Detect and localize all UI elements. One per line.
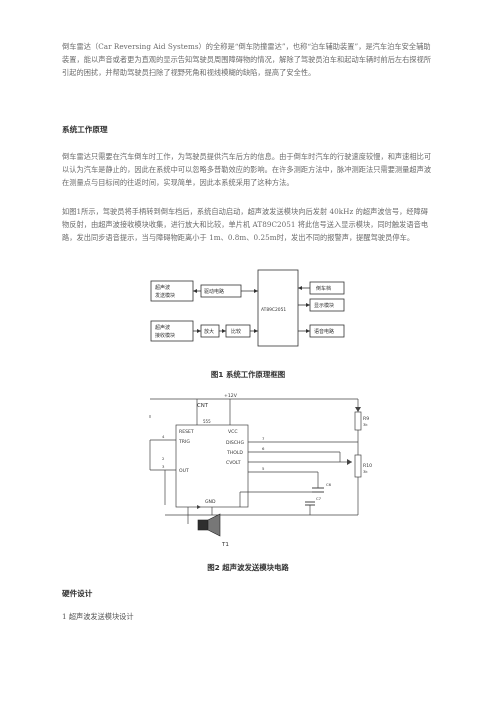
figure-2-caption: 图2 超声波发送模块电路: [207, 563, 289, 572]
c6-label: C6: [326, 482, 332, 487]
rx-label-2: 接收模块: [155, 332, 175, 339]
vcc-label: +12V: [224, 393, 238, 399]
t1-label: T1: [221, 542, 229, 548]
cmp-label: 比较: [231, 328, 241, 335]
pin-gnd: GND: [205, 499, 216, 505]
r9-label: R9: [363, 416, 369, 422]
chip-type-label: 555: [203, 419, 211, 424]
intro-paragraph: 倒车雷达（Car Reversing Aid Systems）的全称是“倒车防撞…: [62, 42, 432, 77]
figure-1-caption: 图1 系统工作原理框图: [210, 370, 286, 379]
pin-num-4: 4: [162, 434, 165, 439]
pin-reset: RESET: [179, 429, 194, 435]
voice-label: 语音电路: [314, 328, 334, 335]
r10-resistor: [354, 454, 362, 478]
timer-chip: [175, 424, 249, 508]
pin-out: OUT: [179, 468, 189, 474]
pin-num-3: 3: [162, 464, 165, 469]
pin-dischg: DISCHG: [226, 440, 244, 446]
mcu-label: AT89C2051: [261, 307, 286, 313]
section-title-principle: 系统工作原理: [62, 125, 108, 134]
subsection-title-tx: 1 超声波发送模块设计: [62, 612, 134, 621]
speaker-body: [197, 519, 209, 531]
pin-trig: TRIG: [178, 439, 190, 445]
pin-num-5: 5: [262, 466, 265, 471]
chip-name-label: CNT: [197, 403, 209, 409]
amp-label: 放大: [204, 328, 214, 335]
pin-thold: THOLD: [226, 450, 243, 456]
mcu-box: [257, 269, 299, 347]
c7-label: C7: [316, 496, 322, 501]
pin-cvolt: CVOLT: [226, 460, 241, 466]
principle-paragraph-1: 倒车雷达只需要在汽车倒车时工作，为驾驶员提供汽车后方的信息。由于倒车时汽车的行驶…: [62, 152, 432, 187]
r10-label: R10: [363, 463, 372, 469]
pin-num-2: 2: [162, 456, 165, 461]
r9-value: 3k: [363, 422, 368, 427]
r9-resistor: [354, 411, 362, 431]
gear-label: 倒车档: [316, 285, 331, 292]
drive-label: 驱动电路: [204, 288, 224, 295]
speaker-cone-icon: [207, 513, 221, 537]
display-label: 显示模块: [314, 302, 334, 309]
rx-label-1: 超声波: [155, 324, 170, 331]
principle-paragraph-2: 如图1所示，驾驶员将手柄转到倒车档后，系统自动启动，超声波发送模块向后发射 40…: [62, 207, 429, 242]
pin-vcc: VCC: [228, 429, 238, 435]
section-title-hardware: 硬件设计: [62, 589, 93, 598]
r10-value: 3k: [363, 469, 368, 474]
pin-num-6: 6: [262, 446, 265, 451]
pin-num-7: 7: [262, 436, 265, 441]
tx-label-2: 发送模块: [155, 292, 175, 299]
tx-label-1: 超声波: [155, 284, 170, 291]
